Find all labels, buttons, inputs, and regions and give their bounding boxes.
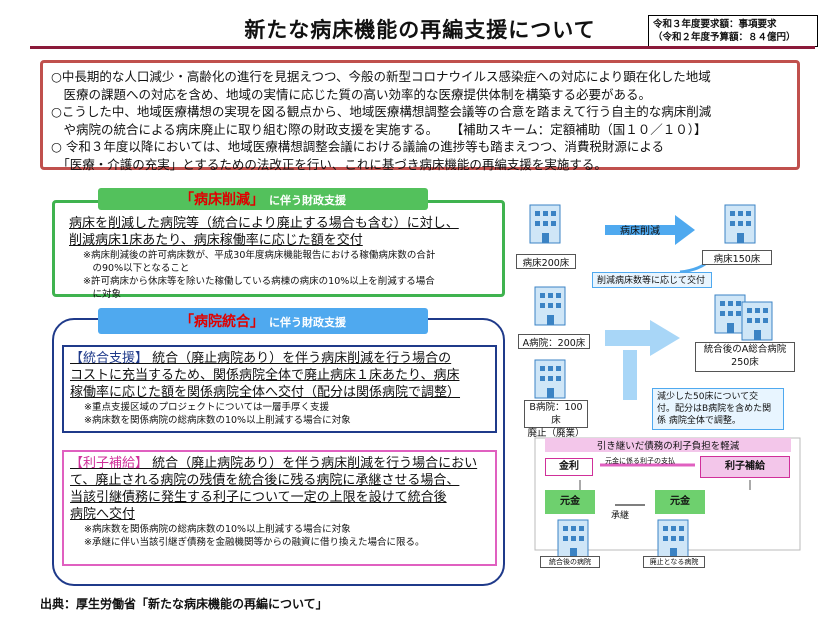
interest-subsidy-note: ※病床数を関係病院の総病床数の10%以上削減する場合に対象 <box>84 524 351 535</box>
merger-support-box: 【統合支援】 統合（廃止病院あり）を伴う病床削減を行う場合の コストに充当するた… <box>62 345 497 433</box>
interest-subsidy-tag: 【利子補給】 <box>70 456 149 471</box>
reduction-arrow <box>605 215 695 245</box>
bed-reduction-main: 病床を削減した病院等（統合により廃止する場合も含む）に対し、 削減病床1床あたり… <box>69 216 459 248</box>
hospital-before-icon <box>529 204 561 244</box>
title-divider <box>30 46 815 49</box>
interest-subsidy-main: 統合（廃止病院あり）を伴う病床削減を行う場合におい て、廃止される病院の残債を統… <box>70 456 478 522</box>
summary-paragraph: ○ 令和３年度以降においては、地域医療構想調整会議における議論の進捗等も踏まえつ… <box>51 139 665 172</box>
merger-support-tag: 【統合支援】 <box>70 351 149 366</box>
kinri-box: 金利 <box>545 458 593 476</box>
bed-reduction-note: ※病床削減後の許可病床数が、平成30年度病床機能報告における稼働病床数の合計 の… <box>83 250 436 274</box>
hospital-merger-header: 「病院統合」 に伴う財政支援 <box>98 308 428 334</box>
interest-subsidy-text: 【利子補給】 統合（廃止病院あり）を伴う病床削減を行う場合におい て、廃止される… <box>70 455 489 523</box>
bed-reduction-box: 病床を削減した病院等（統合により廃止する場合も含む）に対し、 削減病床1床あたり… <box>52 200 505 300</box>
hospital-after-icon <box>724 204 756 244</box>
reduction-arrow-label: 病床削減 <box>620 226 660 237</box>
budget-line: （令和２年度予算額：８４億円） <box>653 32 796 43</box>
merged-hospital-icon <box>714 294 773 341</box>
interest-subsidy-box: 【利子補給】 統合（廃止病院あり）を伴う病床削減を行う場合におい て、廃止される… <box>62 450 497 566</box>
hospital-b-label: B病院：100床 廃止（廃業） <box>524 400 588 439</box>
principal-merged: 元金 <box>545 490 595 514</box>
summary-box: ○中長期的な人口減少・高齢化の進行を見据えつつ、今般の新型コロナウイルス感染症へ… <box>40 60 800 172</box>
interest-payment-label: 元金に係る利子の支払 <box>605 457 675 465</box>
interest-subsidy-node: 利子補給 <box>700 456 790 478</box>
succession-label: 承継 <box>611 511 630 521</box>
source-citation: 出典：厚生労働省「新たな病床機能の再編について」 <box>40 597 328 611</box>
interest-subsidy-note: ※承継に伴い当該引継ぎ債務を金融機関等からの融資に借り換えた場合に限る。 <box>84 537 425 548</box>
hospital-merger-header-sub: に伴う財政支援 <box>269 316 347 329</box>
merger-support-main: 統合（廃止病院あり）を伴う病床削減を行う場合の コストに充当するため、関係病院全… <box>70 351 461 400</box>
bed-reduction-header: 「病床削減」 に伴う財政支援 <box>98 188 428 210</box>
bed-reduction-header-sub: に伴う財政支援 <box>269 194 347 207</box>
budget-box: 令和３年度要求額：事項要求 （令和２年度予算額：８４億円） <box>648 15 818 47</box>
merged-hospital-label: 統合後のA総合病院 250床 <box>695 342 795 372</box>
merger-support-note: ※重点支援区域のプロジェクトについては一層手厚く支援 <box>84 402 329 413</box>
interest-banner: 引き継いだ債務の利子負担を軽減 <box>545 438 791 452</box>
summary-paragraph: ○中長期的な人口減少・高齢化の進行を見据えつつ、今般の新型コロナウイルス感染症へ… <box>51 69 711 102</box>
hospital-before-label: 病床200床 <box>516 254 576 269</box>
hospital-merger-header-main: 「病院統合」 <box>179 314 264 330</box>
summary-paragraph: ○こうした中、地域医療構想の実現を図る観点から、地域医療構想調整会議等の合意を踏… <box>51 104 712 137</box>
merged-small-label: 統合後の病院 <box>540 556 600 568</box>
merge-note: 減少した50床について交 付。配分はB病院を含めた関 係 病院全体で調整。 <box>652 388 784 430</box>
page-title: 新たな病床機能の再編支援について <box>244 18 596 42</box>
closed-small-label: 廃止となる病院 <box>643 556 705 568</box>
hospital-after-label: 病床150床 <box>702 250 772 265</box>
link-lines <box>579 480 751 490</box>
bed-reduction-header-main: 「病床削減」 <box>179 192 264 208</box>
merge-arrow <box>605 320 680 356</box>
hospital-a-icon <box>534 286 566 326</box>
bed-reduction-note: ※許可病床から休床等を除いた稼働している病棟の病床の10%以上を削減する場合 に… <box>83 276 435 300</box>
closed-small-icon <box>657 519 689 559</box>
merged-small-icon <box>557 519 589 559</box>
merger-support-text: 【統合支援】 統合（廃止病院あり）を伴う病床削減を行う場合の コストに充当するた… <box>70 350 489 401</box>
hospital-b-icon <box>534 359 566 399</box>
budget-line: 令和３年度要求額：事項要求 <box>653 19 777 30</box>
merger-support-note: ※病床数を関係病院の総病床数の10%以上削減する場合に対象 <box>84 415 351 426</box>
principal-closed: 元金 <box>655 490 705 514</box>
hospital-a-label: A病院：200床 <box>518 334 590 349</box>
grant-note: 削減病床数等に応じて交付 <box>592 272 712 288</box>
